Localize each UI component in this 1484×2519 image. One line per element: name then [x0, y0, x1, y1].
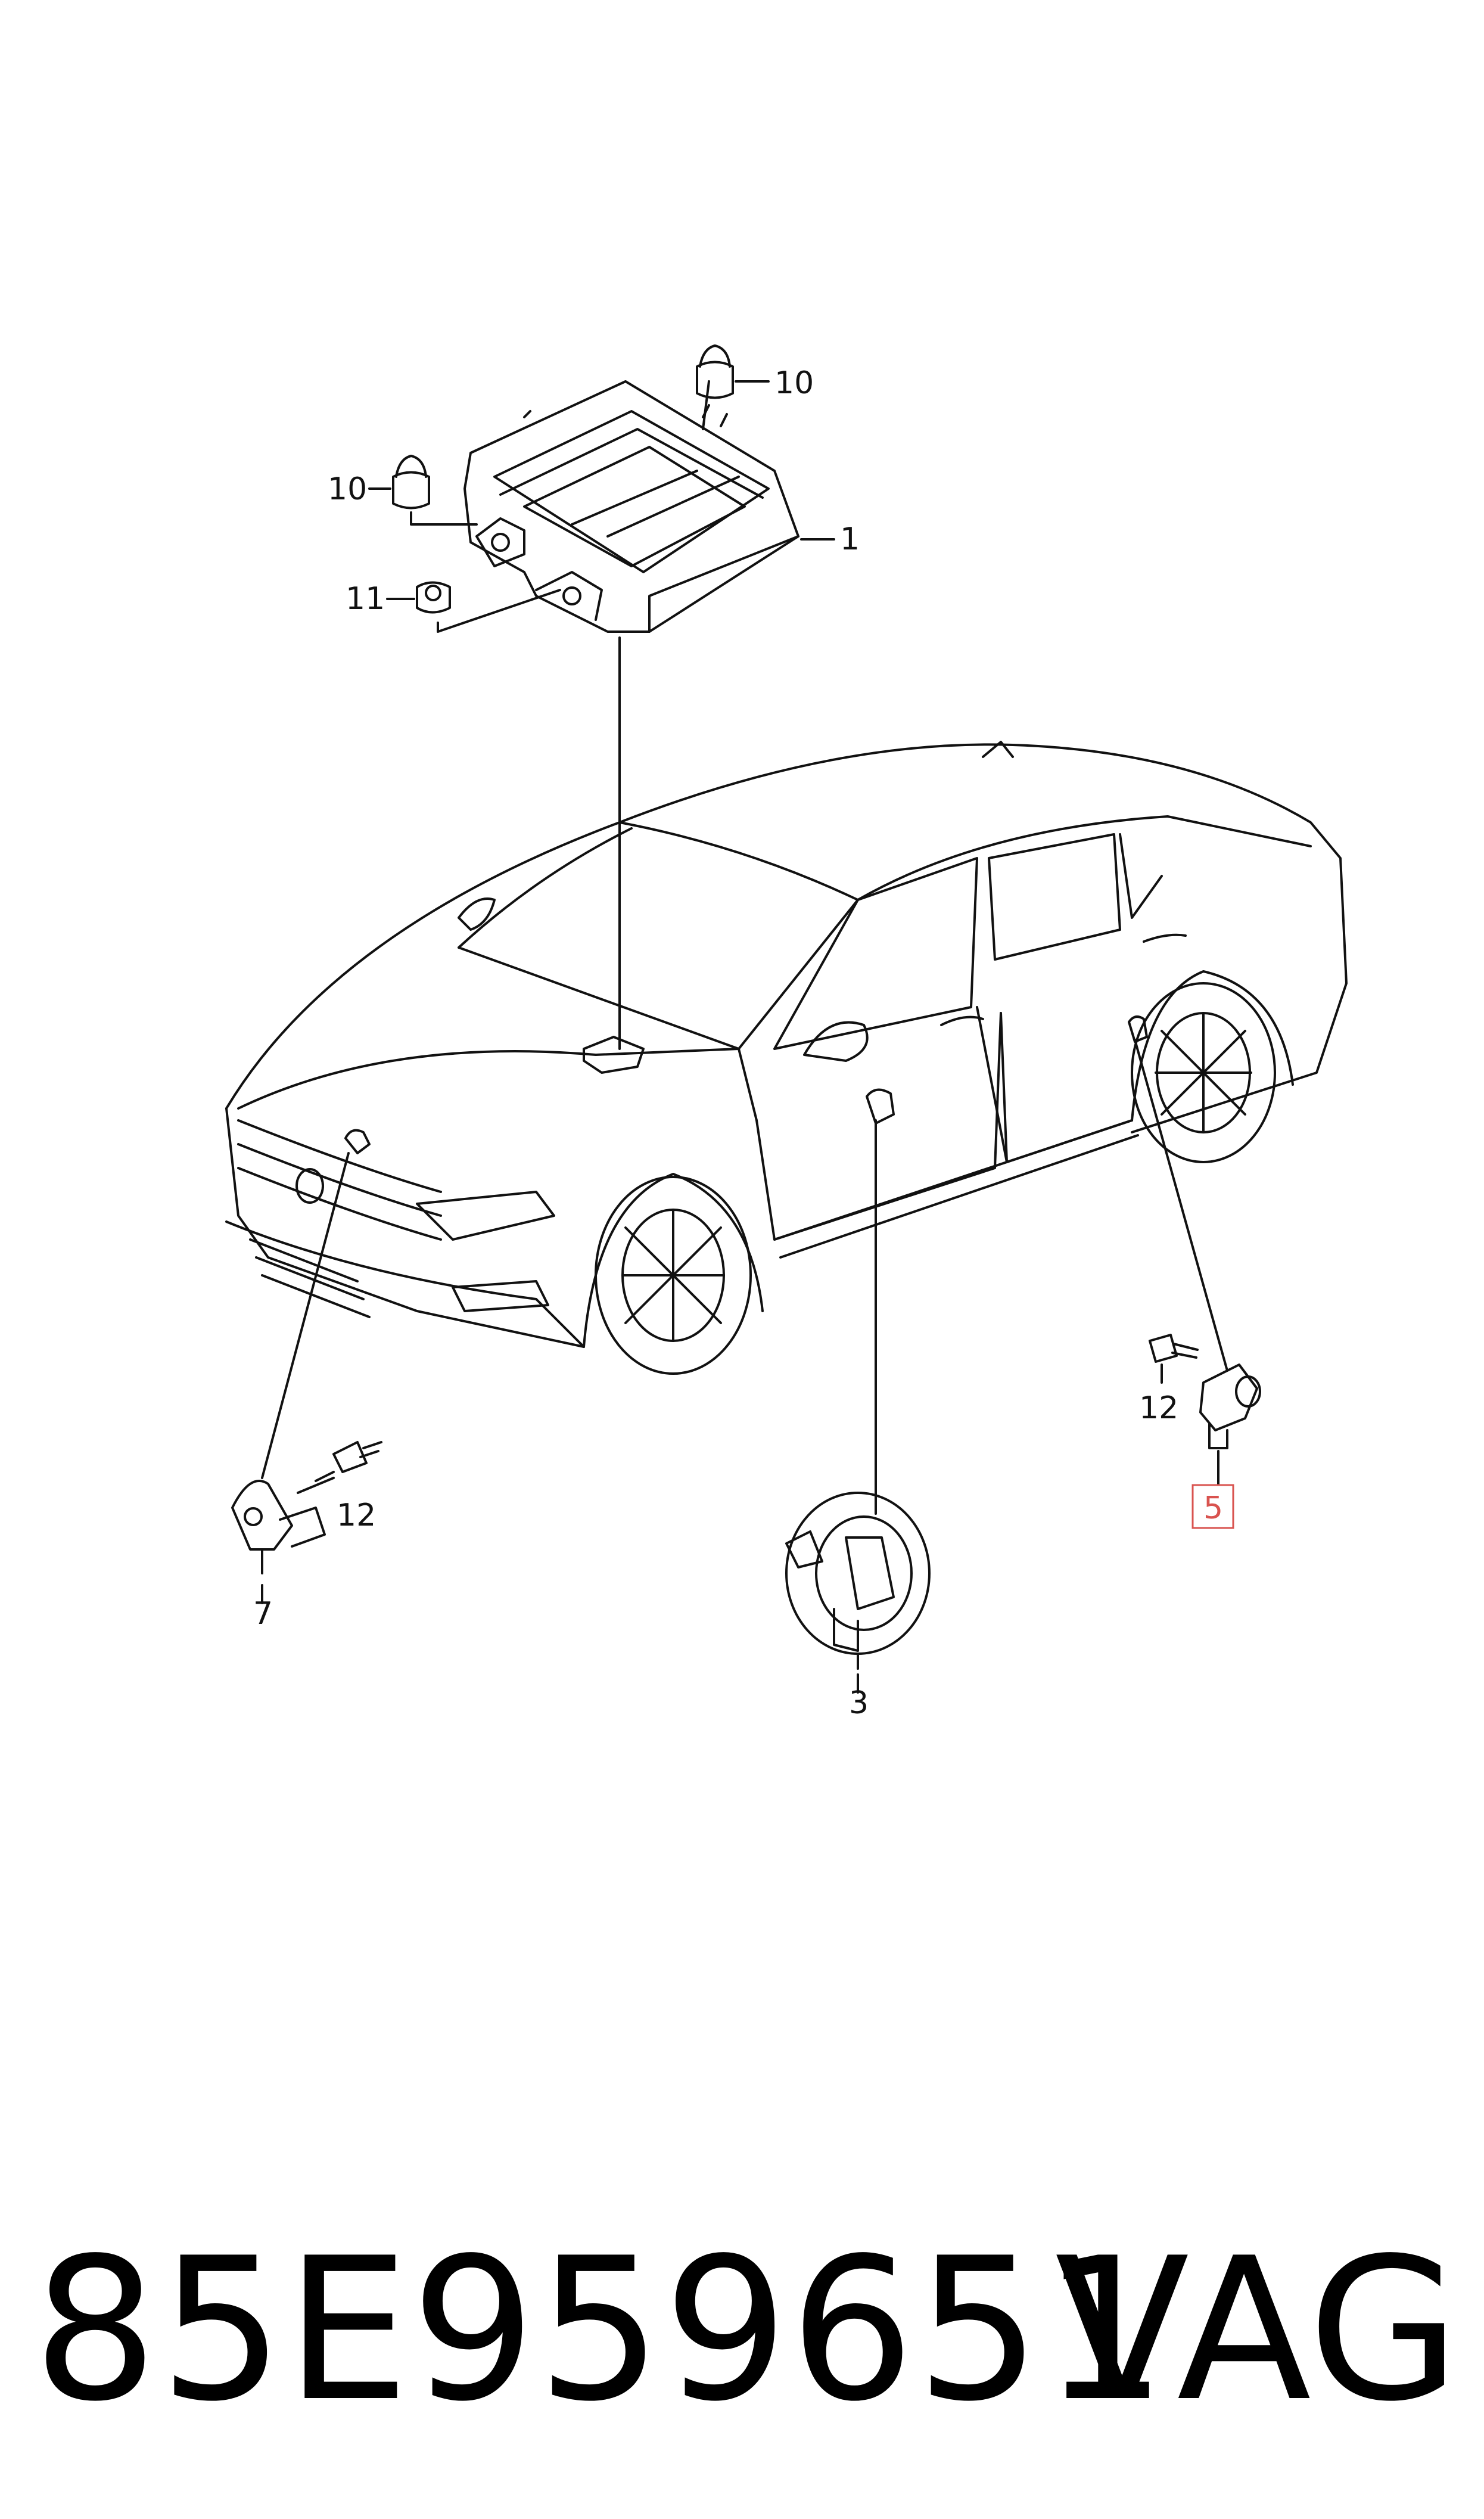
airbag-control-unit: [463, 380, 835, 633]
part-number: 85E959651: [33, 2216, 1169, 2445]
callout-12-left: 12: [337, 1498, 376, 1533]
bolt-12-left: [315, 1441, 382, 1482]
callout-1: 1: [840, 521, 860, 557]
callout-5: 5: [1203, 1490, 1223, 1526]
crash-sensor-3: [785, 1492, 931, 1694]
marker-front-sensor: [344, 1129, 371, 1154]
callout-10-upper: 10: [774, 365, 814, 401]
marker-rear-sensor: [1128, 1015, 1148, 1043]
callout-5-highlight-box: [1191, 1484, 1234, 1529]
marker-control-unit: [583, 1036, 645, 1074]
bolt-12-right: [1149, 1334, 1199, 1384]
nut-10-left: [368, 455, 478, 526]
callout-11: 11: [346, 581, 385, 617]
callout-7: 7: [253, 1596, 273, 1632]
brand-label: VAG: [1054, 2216, 1460, 2445]
callout-3: 3: [849, 1685, 869, 1721]
crash-sensor-5: [1199, 1363, 1261, 1485]
nut-10-upper: [696, 344, 770, 399]
callout-12-right: 12: [1139, 1390, 1178, 1426]
footer: 85E959651 VAG: [0, 2205, 1484, 2455]
nut-11: [386, 581, 561, 633]
callout-10-left: 10: [328, 471, 367, 507]
car-outline: [225, 741, 1348, 1375]
crash-sensor-7: [231, 1477, 335, 1604]
marker-door-sensor: [866, 1088, 895, 1125]
